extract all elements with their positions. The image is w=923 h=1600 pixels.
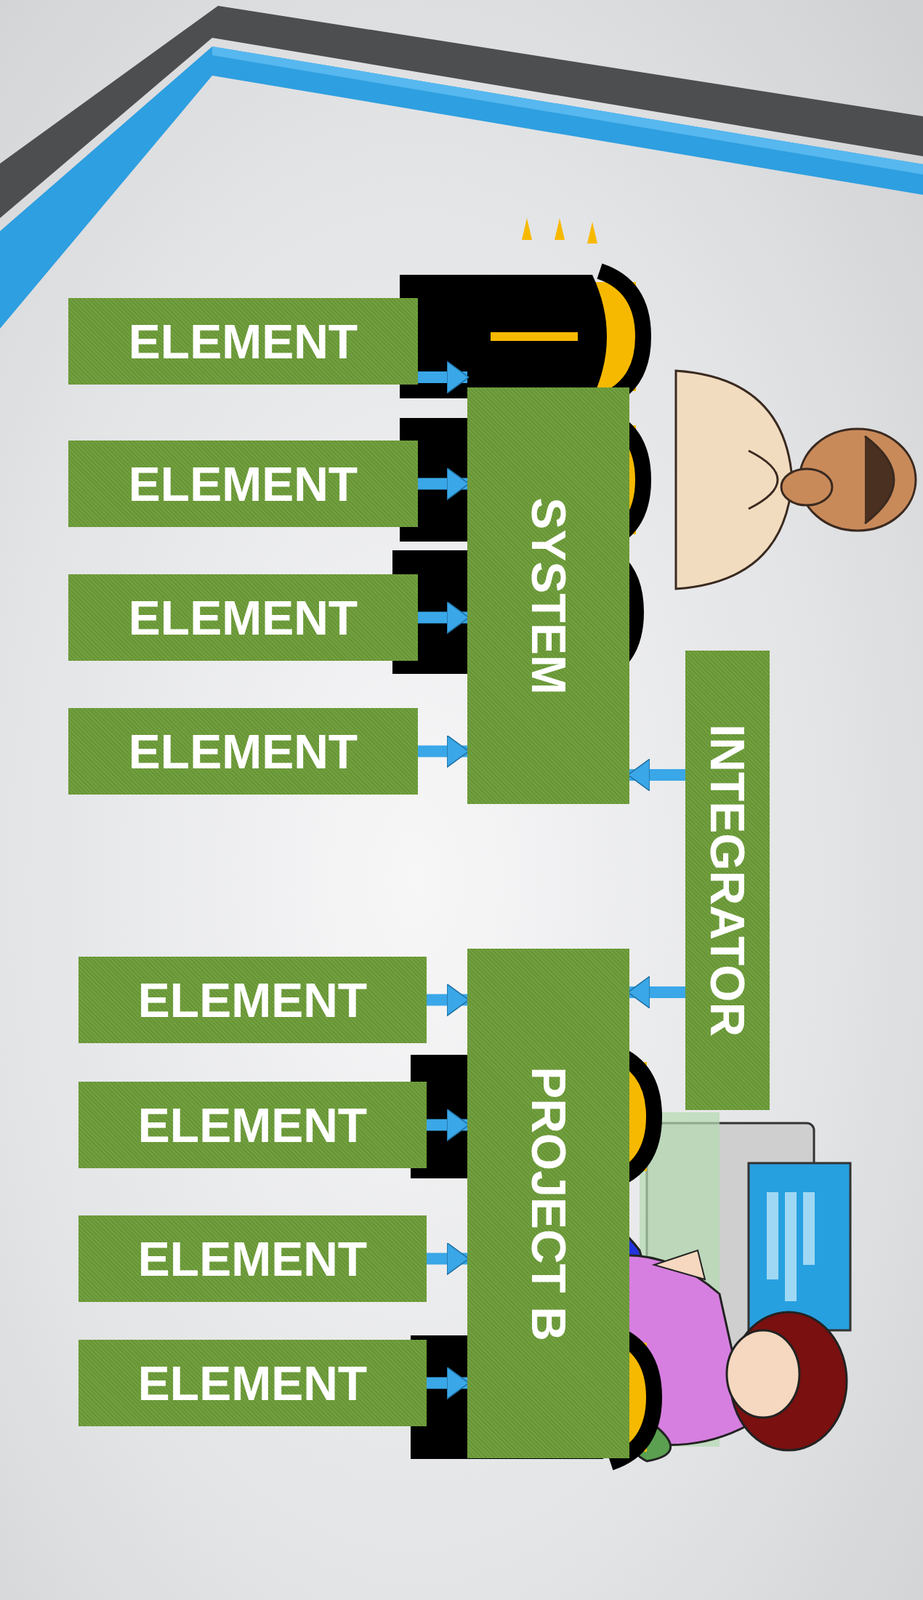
element-box: ELEMENT	[68, 440, 418, 527]
element-box: ELEMENT	[78, 1215, 427, 1302]
box-label: ELEMENT	[128, 593, 358, 642]
thinking-man	[675, 370, 916, 589]
system-box: SYSTEM	[467, 387, 630, 804]
arrow-connector	[417, 478, 468, 490]
box-label: ELEMENT	[138, 1101, 368, 1150]
element-box: ELEMENT	[68, 297, 418, 385]
blue-band-light	[212, 46, 923, 175]
element-box: ELEMENT	[78, 1339, 427, 1426]
project-box: PROJECT B	[467, 948, 630, 1458]
element-box: ELEMENT	[78, 1081, 427, 1168]
element-box: ELEMENT	[68, 707, 418, 795]
arrow-connector	[629, 986, 686, 998]
element-box: ELEMENT	[68, 574, 418, 661]
arrow-connector	[417, 371, 468, 384]
telephones	[392, 218, 655, 1463]
arrow-connector	[417, 611, 468, 624]
element-box: ELEMENT	[78, 956, 427, 1043]
arrow-connector	[426, 1377, 468, 1389]
box-label: SYSTEM	[524, 497, 573, 695]
arrow-connector	[426, 1252, 468, 1265]
arrow-connector	[629, 768, 686, 781]
box-label: PROJECT B	[524, 1066, 573, 1341]
box-label: ELEMENT	[138, 1359, 368, 1408]
box-label: ELEMENT	[128, 727, 358, 776]
box-label: ELEMENT	[138, 976, 368, 1025]
arrow-connector	[426, 994, 468, 1006]
box-label: ELEMENT	[128, 460, 358, 509]
arrow-connector	[426, 1119, 468, 1131]
box-label: INTEGRATOR	[703, 723, 752, 1037]
arrow-connector	[417, 745, 468, 758]
integrator-bar: INTEGRATOR	[685, 650, 770, 1110]
box-label: ELEMENT	[138, 1234, 368, 1283]
box-label: ELEMENT	[128, 317, 358, 366]
